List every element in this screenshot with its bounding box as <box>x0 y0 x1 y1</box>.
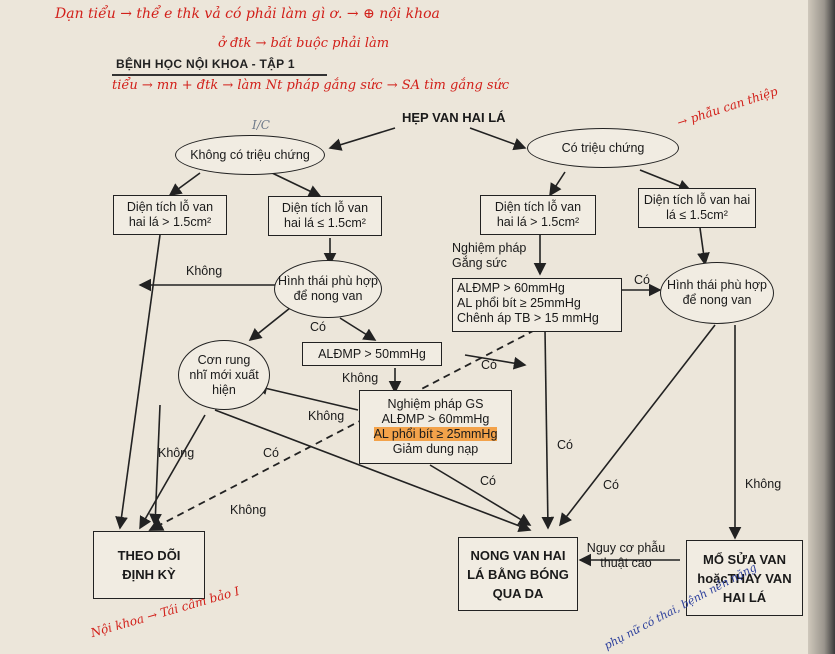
af-new-node: Cơn rung nhĩ mới xuất hiện <box>178 340 270 410</box>
balloon-node: NONG VAN HAI LÁ BẰNG BÓNG QUA DA <box>458 537 578 611</box>
flowchart-connectors <box>115 127 742 567</box>
edge-label-yes-4: Có <box>263 446 279 460</box>
gs-line-3: AL phổi bít ≥ 25mmHg <box>373 427 498 442</box>
pencil-note-ic: I/C <box>252 118 270 132</box>
area-gt-left-node: Diện tích lỗ van hai lá > 1.5cm² <box>113 195 227 235</box>
edge-label-no-2: Không <box>342 371 379 385</box>
flowchart-title: HẸP VAN HAI LÁ <box>402 110 506 125</box>
edge-label-yes-1: Có <box>310 320 326 334</box>
morph-left-node: Hình thái phù hợp để nong van <box>274 260 382 318</box>
edge-label-yes-6: Có <box>480 474 496 488</box>
area-gt-right-node: Diện tích lỗ van hai lá > 1.5cm² <box>480 195 596 235</box>
criteria-line-2: AL phổi bít ≥ 25mmHg <box>457 296 581 310</box>
edge-label-yes-5: Có <box>557 438 573 452</box>
criteria-line-1: ALĐMP > 60mmHg <box>457 281 565 295</box>
gs-line-3-text: AL phổi bít ≥ 25mmHg <box>373 427 498 441</box>
area-le-left-node: Diện tích lỗ van hai lá ≤ 1.5cm² <box>268 196 382 236</box>
edge-label-yes-2: Có <box>634 273 650 287</box>
gs-line-1: Nghiệm pháp GS <box>387 397 484 411</box>
follow-up-node: THEO DÕI ĐỊNH KỲ <box>93 531 205 599</box>
aldmp-50-node: ALĐMP > 50mmHg <box>302 342 442 366</box>
gs-line-2: ALĐMP > 60mmHg <box>381 412 490 426</box>
surgery-node: MỔ SỬA VAN hoặcTHAY VAN HAI LÁ <box>686 540 803 616</box>
edge-label-no-4: Không <box>158 446 195 460</box>
morph-right-node: Hình thái phù hợp để nong van <box>660 262 774 324</box>
book-header: BỆNH HỌC NỘI KHOA - TẬP 1 <box>116 57 295 71</box>
edge-label-yes-7: Có <box>603 478 619 492</box>
header-rule <box>112 74 327 76</box>
red-note-line3: tiểu → mn + đtk → làm Nt pháp gắng sức →… <box>112 78 510 93</box>
red-note-top: Dạn tiểu → thể e thk vả có phải làm gì ơ… <box>55 6 440 22</box>
gs-line-4: Giảm dung nạp <box>392 442 479 456</box>
page-edge <box>808 0 835 654</box>
criteria-node: ALĐMP > 60mmHg AL phổi bít ≥ 25mmHg Chên… <box>452 278 622 332</box>
red-note-line2: ở đtk → bất buộc phải làm <box>218 36 390 51</box>
edge-label-yes-3: Có <box>481 358 497 372</box>
edge-label-no-1: Không <box>186 264 223 278</box>
gs-node: Nghiệm pháp GS ALĐMP > 60mmHg AL phổi bí… <box>359 390 512 464</box>
surgical-risk-text: Nguy cơ phẫu thuật cao <box>586 541 666 570</box>
edge-label-no-3: Không <box>308 409 345 423</box>
edge-label-no-6: Không <box>230 503 267 517</box>
symptoms-node: Có triệu chứng <box>527 128 679 168</box>
stress-test-text: Nghiệm pháp Gắng sức <box>452 241 527 270</box>
area-le-right-node: Diện tích lỗ van hai lá ≤ 1.5cm² <box>638 188 756 228</box>
no-symptoms-node: Không có triệu chứng <box>175 135 325 175</box>
surgical-risk-label: Nguy cơ phẫu thuật cao <box>578 541 674 571</box>
edge-label-no-5: Không <box>745 477 782 491</box>
criteria-line-3: Chênh áp TB > 15 mmHg <box>457 311 599 325</box>
stress-test-label: Nghiệm pháp Gắng sức <box>452 241 547 271</box>
